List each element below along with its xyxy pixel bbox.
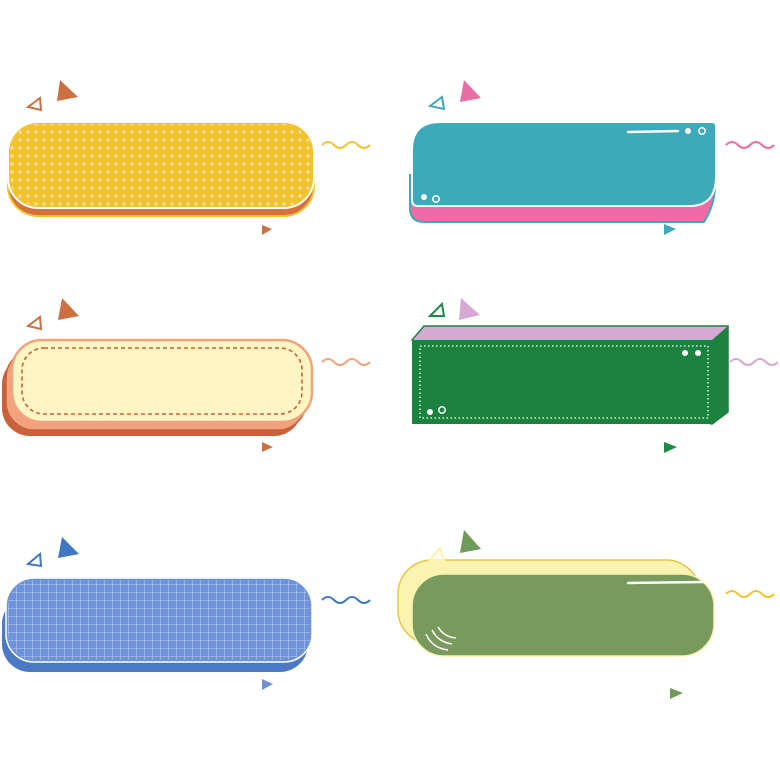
rivet-icon [685, 128, 691, 134]
cream-dashed-panel [2, 298, 371, 452]
triangle-filled-icon [57, 80, 78, 101]
green-board-panel [410, 298, 779, 453]
triangle-filled-icon [459, 298, 480, 320]
panel-grid-pattern [8, 580, 310, 660]
triangle-outline-icon [427, 95, 446, 111]
wave-squiggle-icon [321, 141, 371, 149]
rivet-icon [698, 127, 706, 135]
triangle-small-icon [664, 224, 676, 235]
panel-face [412, 340, 714, 424]
triangle-filled-icon [58, 537, 79, 558]
panel-face [10, 338, 314, 424]
triangle-outline-icon [427, 545, 446, 561]
triangle-filled-icon [58, 298, 79, 320]
triangle-filled-icon [460, 80, 481, 102]
triangle-outline-icon [25, 552, 43, 568]
triangle-outline-icon [427, 301, 446, 317]
blue-grid-panel [2, 537, 371, 690]
panel-face [411, 573, 715, 657]
triangle-filled-icon [460, 530, 481, 553]
rivet-icon [695, 350, 701, 356]
triangle-outline-icon [25, 315, 43, 331]
triangle-small-icon [670, 688, 683, 699]
triangle-outline-icon [25, 96, 43, 112]
rivet-icon [432, 195, 440, 203]
gloss-curve [425, 633, 449, 651]
triangle-small-icon [664, 442, 677, 453]
yellow-dotted-panel [7, 80, 371, 235]
gloss-curve [431, 629, 453, 645]
olive-glossy-panel [397, 530, 775, 699]
gloss-highlight [626, 580, 706, 585]
teal-panel [409, 80, 775, 235]
triangle-small-icon [262, 442, 273, 452]
gloss-curve [437, 626, 457, 639]
rivet-icon [438, 406, 446, 414]
panel-side [712, 326, 728, 424]
gloss-highlight [626, 129, 680, 134]
wave-squiggle-icon [321, 358, 371, 366]
panel-dotted-border [419, 345, 709, 419]
rivet-icon [421, 194, 427, 200]
wave-squiggle-icon [729, 358, 779, 366]
wave-squiggle-icon [321, 596, 371, 604]
wave-squiggle-icon [725, 590, 775, 598]
triangle-small-icon [262, 225, 272, 235]
panel-dot-pattern [10, 124, 312, 206]
panel-dashed-border [21, 347, 303, 415]
rivet-icon [427, 409, 433, 415]
triangle-small-icon [262, 679, 273, 690]
wave-squiggle-icon [725, 141, 775, 149]
panel-face [411, 121, 717, 207]
rivet-icon [682, 350, 688, 356]
